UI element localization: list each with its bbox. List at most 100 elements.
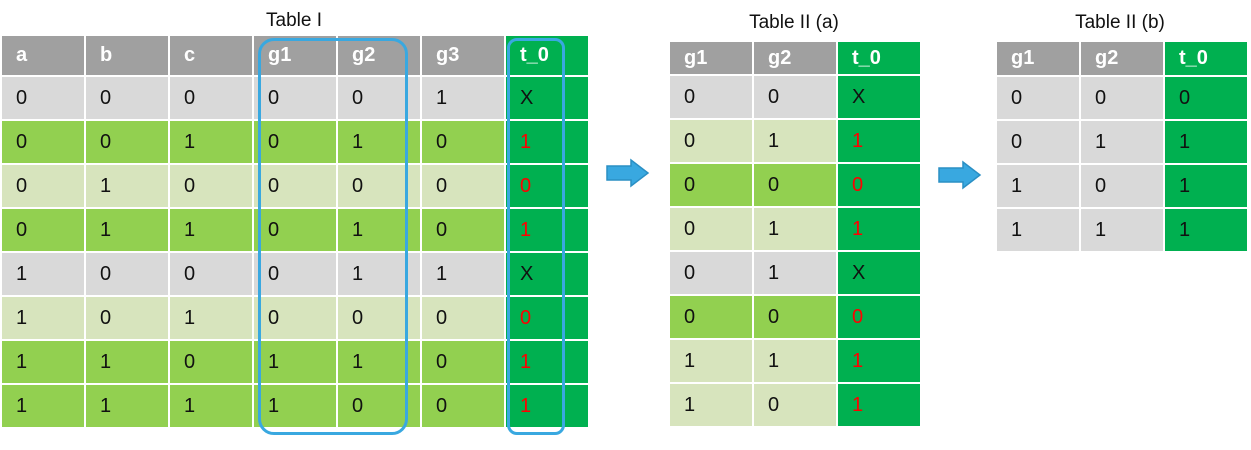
target-cell: 1 [506,341,588,383]
table-cell: 1 [86,165,168,207]
table-cell: 0 [170,165,252,207]
table-cell: 0 [754,384,836,426]
right-arrow-icon [606,158,650,188]
column-header: g2 [338,36,420,75]
column-header: g1 [670,42,752,74]
table-cell: 0 [422,341,504,383]
table-cell: 1 [2,297,84,339]
column-header: t_0 [506,36,588,75]
table-1-caption: Table I [266,10,322,31]
target-cell: 1 [838,384,920,426]
table-cell: 1 [1081,209,1163,251]
table-cell: 1 [338,209,420,251]
table-cell: 0 [254,121,336,163]
table-cell: 0 [422,297,504,339]
target-cell: X [506,77,588,119]
table-cell: 0 [754,164,836,206]
table-cell: 0 [254,209,336,251]
table-cell: 1 [997,165,1079,207]
table-cell: 0 [170,341,252,383]
target-cell: 1 [1165,209,1247,251]
table-cell: 0 [2,77,84,119]
table-cell: 0 [254,253,336,295]
table-cell: 0 [254,297,336,339]
target-cell: 1 [506,121,588,163]
column-header: g2 [754,42,836,74]
table-cell: 0 [2,121,84,163]
table-cell: 1 [997,209,1079,251]
right-arrow-icon [938,160,982,190]
target-cell: X [838,76,920,118]
target-cell: X [838,252,920,294]
table-cell: 0 [2,165,84,207]
table-cell: 0 [422,385,504,427]
table-cell: 0 [754,296,836,338]
column-header: g2 [1081,42,1163,75]
table-cell: 1 [338,253,420,295]
table-cell: 1 [670,384,752,426]
table-cell: 0 [2,209,84,251]
target-cell: 1 [1165,165,1247,207]
target-cell: 0 [838,164,920,206]
table-cell: 0 [338,165,420,207]
table-cell: 1 [86,385,168,427]
table-cell: 0 [338,385,420,427]
table-cell: 1 [254,385,336,427]
table-cell: 0 [170,77,252,119]
table-cell: 0 [670,252,752,294]
target-cell: 1 [506,209,588,251]
target-cell: X [506,253,588,295]
table-cell: 0 [254,165,336,207]
target-cell: 0 [1165,77,1247,119]
table-cell: 1 [2,341,84,383]
table-cell: 0 [670,296,752,338]
table-cell: 1 [754,252,836,294]
table-cell: 1 [338,341,420,383]
table-cell: 0 [670,164,752,206]
table-cell: 0 [754,76,836,118]
table-cell: 0 [422,165,504,207]
table-cell: 0 [86,121,168,163]
table-cell: 0 [1081,77,1163,119]
table-cell: 1 [86,209,168,251]
target-cell: 1 [838,208,920,250]
table-cell: 0 [997,77,1079,119]
column-header: a [2,36,84,75]
table-cell: 0 [338,297,420,339]
table-cell: 0 [254,77,336,119]
table-cell: 0 [670,208,752,250]
table-cell: 0 [997,121,1079,163]
table-cell: 0 [670,120,752,162]
table-cell: 1 [754,208,836,250]
target-cell: 0 [838,296,920,338]
target-cell: 1 [838,340,920,382]
target-cell: 1 [506,385,588,427]
column-header: b [86,36,168,75]
table-cell: 0 [86,297,168,339]
table-cell: 0 [1081,165,1163,207]
target-cell: 0 [506,165,588,207]
table-2b-caption: Table II (b) [1075,12,1165,33]
